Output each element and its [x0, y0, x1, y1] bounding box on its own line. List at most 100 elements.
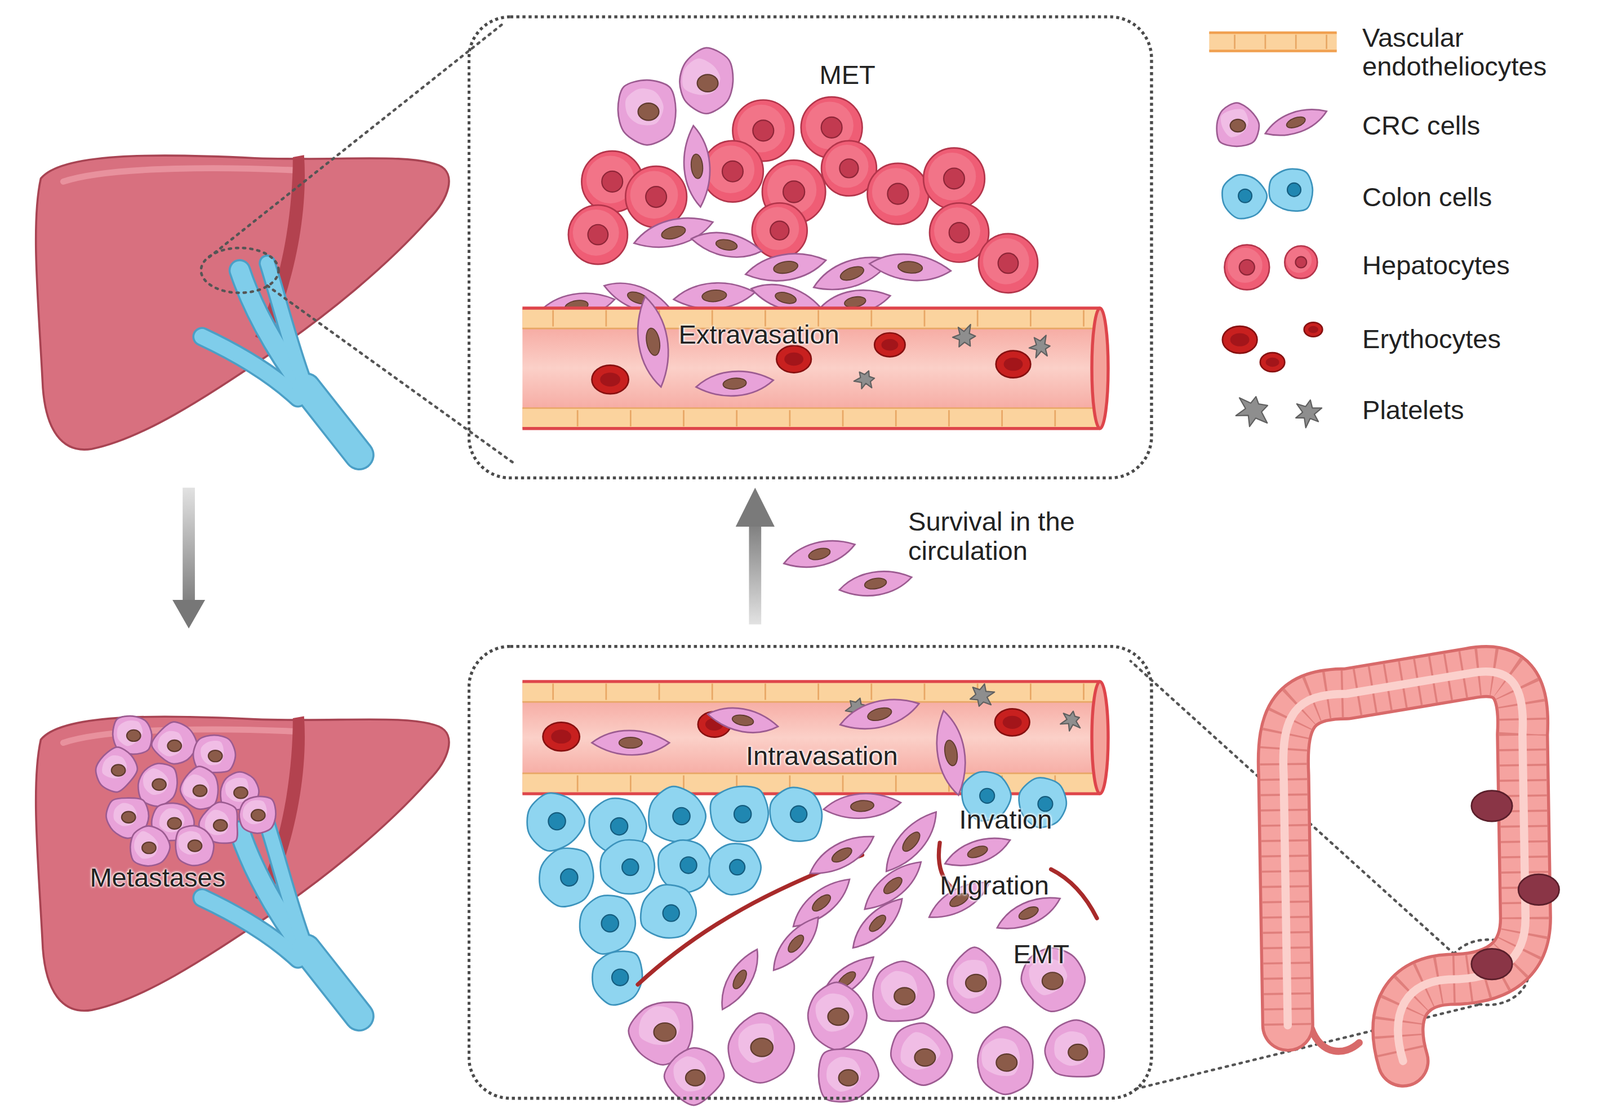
crc-cell-part [1068, 1044, 1088, 1061]
portal-vein [202, 824, 360, 1017]
crc-cell-part [866, 912, 888, 935]
colon-cell [648, 786, 706, 842]
hepatocyte-part [568, 205, 628, 265]
colon-cell-part [1269, 169, 1313, 212]
crc-cell [804, 826, 880, 884]
platelet-part [1295, 400, 1322, 428]
erythrocyte-part [1002, 716, 1022, 730]
crc-cell [807, 982, 867, 1051]
crc-cell [780, 533, 859, 575]
crc-cell-part [619, 737, 643, 749]
blood-vessel-part [1029, 683, 1032, 701]
erythrocyte-part [1265, 357, 1280, 368]
legend-swatch [1216, 101, 1331, 146]
crc-cell [941, 829, 1015, 875]
legend-swatch [1222, 322, 1323, 372]
erythrocyte-part [1304, 322, 1323, 337]
colon-cell [1269, 169, 1313, 212]
crc-cell-part [785, 932, 807, 955]
blood-vessel-part [552, 683, 554, 701]
blood-vessel-part [711, 683, 714, 701]
crc-cell-part [126, 730, 141, 742]
blood-vessel-part [522, 680, 1100, 683]
crc-cell-part [890, 1023, 953, 1086]
blood-vessel-part [1091, 308, 1109, 429]
erythrocyte-part [881, 339, 899, 351]
erythrocyte-part [994, 708, 1030, 736]
blood-vessel-part [976, 310, 979, 327]
hepatocyte-part [706, 145, 755, 194]
crc-cell-part [914, 1049, 936, 1066]
colon-cell-part [600, 840, 655, 895]
crc-cell [630, 209, 717, 256]
legend-label: Erythocytes [1362, 324, 1598, 354]
crc-cell [868, 250, 952, 284]
blood-vessel-part [522, 427, 1100, 430]
legend-swatch-part [1325, 34, 1328, 50]
colon-cell-part [663, 904, 680, 922]
crc-cell [130, 825, 170, 866]
crc-cell-part [178, 830, 203, 855]
colon-cell-part [579, 895, 636, 955]
progression-arrow-part [182, 487, 195, 603]
crc-cell-part [143, 768, 170, 795]
crc-cell-part [138, 763, 177, 807]
hepatocyte-part [923, 148, 985, 210]
platelet-part [952, 324, 976, 348]
portal-vein [202, 263, 360, 456]
blood-vessel-part [817, 683, 820, 701]
platelet-part [1236, 396, 1268, 427]
hepatocyte [1284, 246, 1318, 279]
hepatocyte [701, 140, 764, 203]
hepatocyte-part [601, 171, 623, 193]
colon-cell-part [979, 788, 995, 804]
colon-cell-part [527, 793, 585, 852]
liver-with-metastases: Metastases [30, 704, 460, 1021]
crc-cell [836, 691, 923, 738]
crc-cell-part [117, 720, 144, 747]
crc-cell-part [618, 80, 677, 145]
crc-cell [239, 796, 277, 834]
crc-cell-part [141, 842, 157, 854]
liver [36, 154, 450, 456]
legend-swatch-part [1233, 34, 1236, 50]
crc-cell-part [827, 1008, 849, 1026]
crc-cell-part [837, 565, 914, 602]
blood-vessel-part [789, 410, 791, 427]
crc-cell-part [689, 227, 764, 262]
hepatocyte-part [978, 233, 1038, 293]
hepatocyte-part [887, 183, 909, 205]
crc-cell-part [175, 825, 215, 866]
crc-cell-part [653, 1023, 676, 1042]
crc-cell-part [167, 818, 182, 830]
blood-vessel-part [895, 410, 897, 427]
crc-cell-part [845, 891, 910, 957]
node-label: Invation [959, 803, 1053, 835]
colon-cell [710, 786, 769, 842]
crc-cell [680, 124, 714, 208]
crc-cell-part [943, 739, 960, 767]
crc-cell-part [705, 703, 781, 738]
colon-cell-part [610, 818, 628, 835]
crc-cell-part [807, 546, 832, 563]
crc-cell-part [233, 787, 248, 799]
crc-cell [689, 227, 764, 262]
colon-cell-part [1221, 174, 1267, 219]
blood-vessel-part [764, 683, 767, 701]
colon-cell-part [601, 914, 619, 932]
hepatocyte [867, 163, 930, 225]
crc-cell-part [200, 740, 224, 766]
crc-cell [151, 722, 197, 765]
blood-vessel-part [576, 775, 579, 793]
zoom-panel: IntravasationInvationMigrationEMT [467, 645, 1154, 1101]
crc-cell [845, 891, 910, 957]
hepatocyte-part [1239, 259, 1255, 275]
crc-cell-part [630, 209, 717, 256]
crc-cell [765, 910, 827, 978]
crc-cell-part [225, 778, 249, 803]
node-label: Intravasation [745, 740, 899, 772]
crc-cell-part [780, 533, 859, 575]
legend-swatch [1209, 32, 1337, 52]
erythrocyte-part [784, 352, 804, 366]
